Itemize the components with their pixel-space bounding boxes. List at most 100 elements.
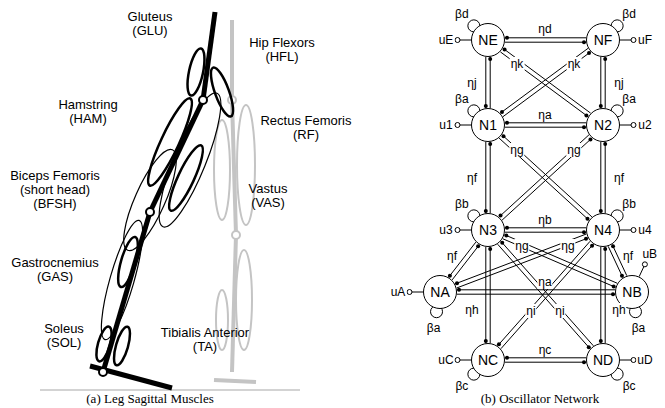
- input-terminal: [631, 38, 636, 43]
- node-name: N4: [594, 222, 612, 238]
- muscle-name: Gluteus (GLU): [119, 10, 181, 38]
- glu-muscle: [184, 47, 208, 97]
- gas-muscle: [93, 217, 150, 343]
- coupling-connector: [484, 247, 492, 343]
- oscillator-node: N1: [471, 108, 505, 142]
- self-weight: βa: [621, 92, 637, 106]
- vas-muscle: [164, 142, 209, 214]
- coupling-weight: ηk: [510, 57, 525, 71]
- oscillator-node: N3: [471, 213, 505, 247]
- self-weight: βa: [631, 321, 647, 335]
- coupling-connector: [498, 241, 594, 349]
- sol-muscle: [93, 325, 114, 363]
- oscillator-node: NA: [423, 275, 457, 309]
- self-weight: βb: [454, 197, 470, 211]
- input-signal: uE: [438, 33, 455, 47]
- node-name: NC: [478, 352, 498, 368]
- input-terminal: [407, 290, 412, 295]
- input-line: [460, 360, 471, 361]
- input-line: [620, 360, 631, 361]
- node-name: NA: [430, 284, 449, 300]
- input-line: [620, 125, 631, 126]
- node-name: N1: [479, 117, 497, 133]
- input-line: [460, 125, 471, 126]
- caption: (b) Oscillator Network: [481, 392, 599, 406]
- coupling-connector: [505, 36, 586, 44]
- coupling-weight: ηj: [613, 76, 624, 90]
- input-terminal: [455, 228, 460, 233]
- self-weight: βb: [621, 197, 637, 211]
- muscle-name: Soleus (SOL): [36, 322, 92, 350]
- coupling-weight: ηg: [560, 239, 575, 253]
- coupling-connector: [484, 142, 492, 213]
- coupling-weight: ηj: [466, 76, 477, 90]
- self-weight: βa: [454, 92, 470, 106]
- input-terminal: [455, 123, 460, 128]
- input-signal: u3: [438, 223, 453, 237]
- self-weight: βa: [426, 321, 442, 335]
- node-name: ND: [593, 352, 613, 368]
- coupling-weight: ηg: [566, 143, 581, 157]
- coupling-connector: [505, 226, 586, 234]
- muscle-name: Hamstring (HAM): [48, 98, 128, 126]
- self-weight: βd: [621, 7, 637, 21]
- muscle-name: Biceps Femoris (short head) (BFSH): [3, 169, 108, 211]
- coupling-weight: ηi: [554, 304, 565, 318]
- input-signal: u4: [637, 223, 652, 237]
- node-name: N2: [594, 117, 612, 133]
- coupling-weight: ηi: [525, 304, 536, 318]
- input-line: [639, 267, 644, 277]
- muscle-name: Hip Flexors (HFL): [237, 36, 327, 64]
- muscle-name: Tibialis Anterior (TA): [148, 326, 263, 354]
- coupling-weight: ηd: [537, 22, 552, 36]
- oscillator-node: ND: [586, 343, 620, 377]
- coupling-connector: [455, 234, 588, 288]
- muscle-name: Rectus Femoris (RF): [251, 114, 361, 142]
- input-signal: uB: [641, 247, 658, 261]
- ham-muscle: [142, 95, 199, 190]
- coupling-weight: ηc: [538, 343, 553, 357]
- input-signal: u2: [637, 118, 652, 132]
- coupling-weight: ηf: [613, 171, 625, 185]
- input-signal: uF: [637, 33, 653, 47]
- coupling-connector: [499, 135, 593, 220]
- coupling-weight: ηg: [514, 239, 529, 253]
- input-terminal: [631, 228, 636, 233]
- self-weight: βc: [622, 379, 637, 393]
- input-line: [460, 230, 471, 231]
- coupling-weight: ηg: [509, 143, 524, 157]
- node-name: NE: [478, 32, 497, 48]
- node-name: N3: [479, 222, 497, 238]
- ta-muscle: [111, 325, 134, 367]
- coupling-connector: [599, 142, 607, 213]
- input-line: [620, 230, 631, 231]
- input-terminal: [455, 38, 460, 43]
- coupling-connector: [505, 356, 586, 364]
- input-terminal: [455, 358, 460, 363]
- input-terminal: [631, 123, 636, 128]
- coupling-connector: [599, 57, 607, 108]
- input-line: [412, 292, 423, 293]
- muscle-name: Gastrocnemius (GAS): [3, 256, 108, 284]
- bfsh-muscle: [114, 144, 186, 257]
- coupling-connector: [484, 57, 492, 108]
- node-name: NF: [594, 32, 613, 48]
- coupling-connector: [499, 134, 592, 221]
- gas-belly: [114, 235, 142, 289]
- oscillator-node: N4: [586, 213, 620, 247]
- coupling-weight: ηf: [466, 171, 478, 185]
- coupling-weight: ηk: [567, 57, 582, 71]
- oscillator-node: NF: [586, 23, 620, 57]
- coupling-weight: ηh: [611, 303, 626, 317]
- input-signal: u1: [438, 118, 453, 132]
- coupling-connector: [599, 247, 607, 343]
- coupling-weight: ηa: [537, 275, 552, 289]
- hfl-muscle: [207, 65, 238, 119]
- node-name: NB: [622, 284, 641, 300]
- input-signal: uC: [437, 353, 454, 367]
- coupling-connector: [457, 288, 615, 296]
- input-signal: uA: [390, 285, 407, 299]
- input-terminal: [642, 262, 647, 267]
